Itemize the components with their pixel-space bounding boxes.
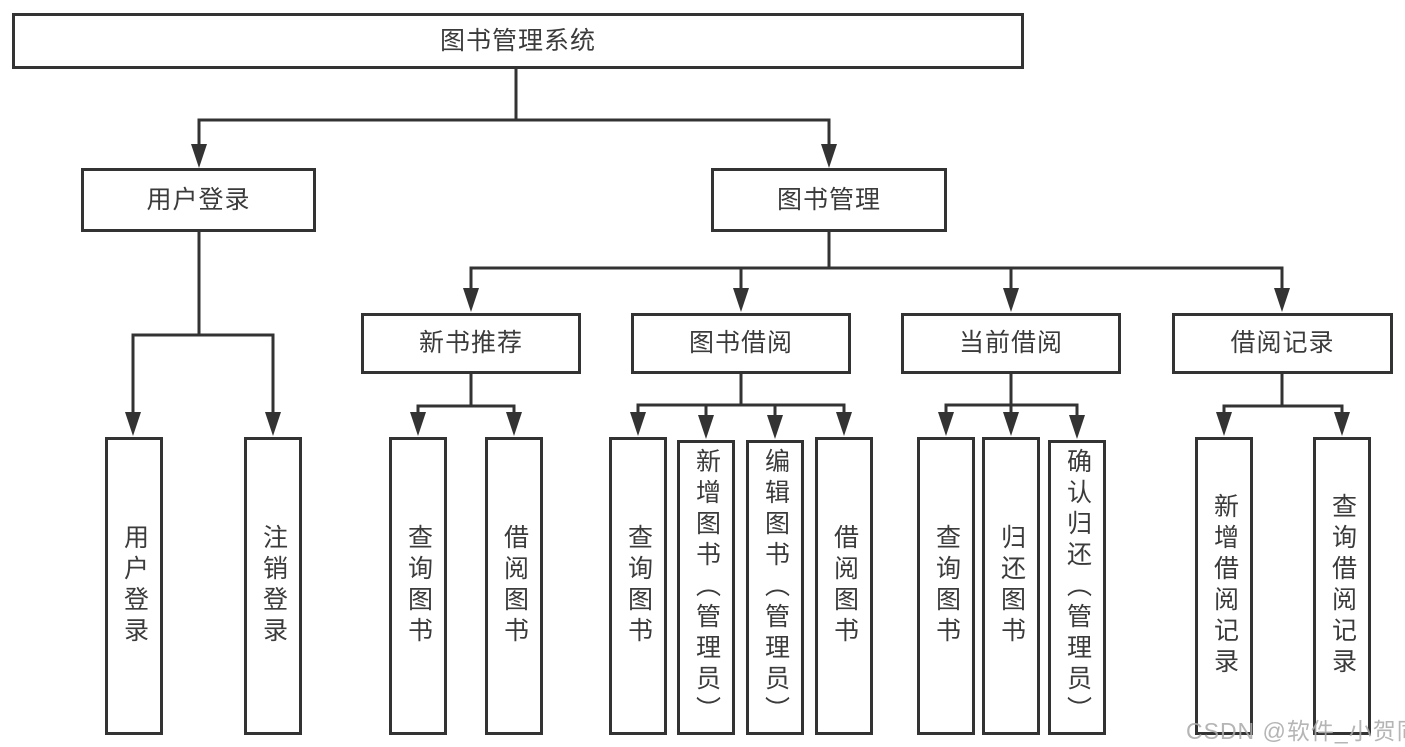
node-confirm-return-admin: 确认归还（管理员） [1048, 440, 1106, 735]
node-logout-login: 注销登录 [244, 437, 302, 735]
arrowhead-icon [265, 412, 281, 436]
node-edit-books-admin: 编辑图书（管理员） [746, 440, 804, 735]
connector-currentborrow-children [944, 374, 1079, 421]
node-query-borrowing-record: 查询借阅记录 [1313, 437, 1371, 735]
arrowheads [125, 144, 1350, 439]
connector-root-children [197, 69, 831, 150]
node-add-borrowing-record: 新增借阅记录 [1195, 437, 1253, 735]
arrowhead-icon [506, 412, 522, 436]
node-borrow-books-borrowing: 借阅图书 [815, 437, 873, 735]
node-user-login-leaf: 用户登录 [105, 437, 163, 735]
connector-userlogin-children [131, 232, 275, 418]
node-root: 图书管理系统 [12, 13, 1024, 69]
connector-borrowrecords-children [1222, 374, 1344, 418]
arrowhead-icon [938, 412, 954, 436]
arrowhead-icon [410, 412, 426, 436]
csdn-watermark: CSDN @软件_小贺同学 [1186, 718, 1405, 744]
node-book-borrowing: 图书借阅 [631, 313, 851, 374]
arrowhead-icon [733, 288, 749, 312]
node-borrowing-records: 借阅记录 [1172, 313, 1393, 374]
arrowhead-icon [767, 415, 783, 439]
node-user-login: 用户登录 [81, 168, 316, 232]
connector-newbookrec-children [416, 374, 516, 418]
node-new-book-recommend: 新书推荐 [361, 313, 581, 374]
arrowhead-icon [836, 412, 852, 436]
node-borrow-books-recommend: 借阅图书 [485, 437, 543, 735]
node-current-borrowing: 当前借阅 [901, 313, 1121, 374]
node-add-books-admin: 新增图书（管理员） [677, 440, 735, 735]
node-query-books-recommend: 查询图书 [389, 437, 447, 735]
arrowhead-icon [1003, 288, 1019, 312]
connector-bookborrow-children [636, 374, 846, 421]
arrowhead-icon [1334, 412, 1350, 436]
node-return-books: 归还图书 [982, 437, 1040, 735]
arrowhead-icon [463, 288, 479, 312]
arrowhead-icon [821, 144, 837, 168]
arrowhead-icon [125, 412, 141, 436]
node-book-management: 图书管理 [711, 168, 947, 232]
arrowhead-icon [1274, 288, 1290, 312]
arrowhead-icon [191, 144, 207, 168]
arrowhead-icon [1003, 412, 1019, 436]
node-query-books-current: 查询图书 [917, 437, 975, 735]
arrowhead-icon [1216, 412, 1232, 436]
connector-bookmgmt-children [469, 232, 1284, 295]
arrowhead-icon [1069, 415, 1085, 439]
arrowhead-icon [698, 415, 714, 439]
arrowhead-icon [630, 412, 646, 436]
node-query-books-borrowing: 查询图书 [609, 437, 667, 735]
